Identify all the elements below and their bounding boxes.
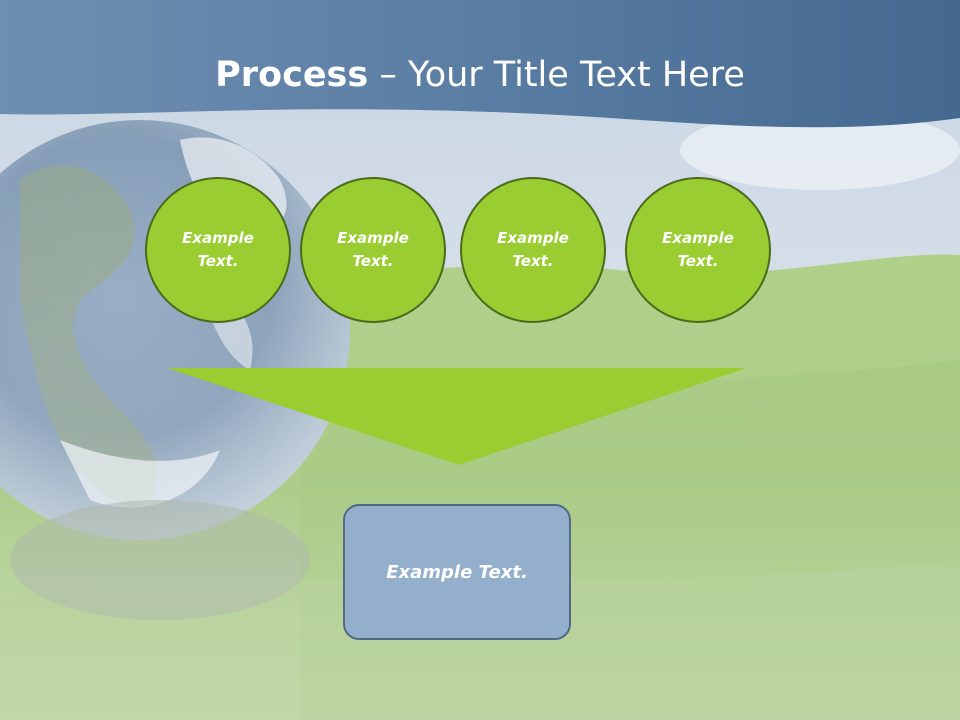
process-step-1: Example Text.: [145, 177, 291, 323]
process-step-label: Example Text.: [337, 229, 409, 270]
title-bold: Process: [215, 55, 369, 95]
process-step-label: Example Text.: [182, 229, 254, 270]
header-band: [0, 0, 960, 128]
process-step-4: Example Text.: [625, 177, 771, 323]
result-label: Example Text.: [386, 561, 528, 583]
title-rest: – Your Title Text Here: [368, 55, 745, 95]
slide-title: Process – Your Title Text Here: [0, 50, 960, 100]
funnel-triangle: [167, 368, 747, 465]
process-step-label: Example Text.: [497, 229, 569, 270]
result-box: Example Text.: [343, 504, 571, 640]
process-step-label: Example Text.: [662, 229, 734, 270]
process-step-3: Example Text.: [460, 177, 606, 323]
process-step-2: Example Text.: [300, 177, 446, 323]
